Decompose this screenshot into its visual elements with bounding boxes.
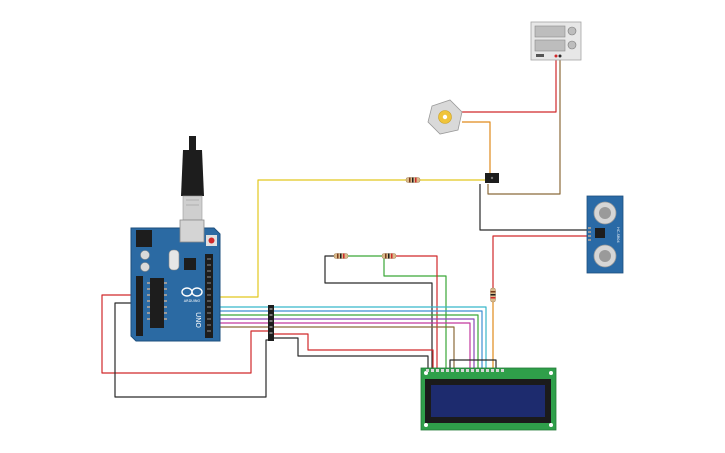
lcd-screen — [431, 385, 545, 417]
wire-bus-green[interactable] — [218, 314, 479, 370]
wire-black-lcd-contrast[interactable] — [324, 255, 433, 370]
atmega-chip — [150, 278, 164, 328]
power-header — [136, 276, 143, 336]
resistor-lcd-contrast-2[interactable] — [381, 253, 397, 259]
wires — [101, 57, 590, 398]
lcd-16x2-display[interactable] — [420, 367, 557, 431]
dc-motor-icon[interactable] — [427, 99, 463, 135]
wire-bus-blue[interactable] — [218, 310, 483, 370]
wire-red-power-loop[interactable] — [272, 333, 434, 370]
arduino-infinity-logo-icon — [181, 287, 203, 297]
wire-black-lcd-return[interactable] — [449, 359, 497, 370]
pin-header-strip[interactable] — [268, 305, 274, 341]
usb-cable — [181, 136, 204, 221]
wire-black-left-loop[interactable] — [114, 302, 270, 398]
arduino-brand-label: ARDUINO — [184, 299, 201, 303]
arduino-uno-board[interactable]: ARDUINO UNO — [130, 136, 221, 342]
transistor-icon[interactable] — [485, 173, 499, 183]
wire-bus-brown[interactable] — [218, 326, 455, 370]
resistor-lcd-contrast-1[interactable] — [333, 253, 349, 259]
wire-black-ground-loop[interactable] — [272, 337, 429, 370]
resistor-sensor[interactable] — [490, 287, 496, 303]
wire-yellow-signal[interactable] — [218, 179, 408, 298]
wire-brown-ground[interactable] — [487, 57, 561, 195]
wire-red-sensor[interactable] — [492, 235, 590, 290]
bench-power-supply-icon[interactable] — [530, 21, 582, 61]
wire-bus-purple[interactable] — [218, 318, 475, 370]
wire-red-lcd[interactable] — [394, 255, 438, 370]
wire-red-motor-supply[interactable] — [462, 57, 557, 113]
wire-bus-magenta[interactable] — [218, 322, 471, 370]
wire-red-left-loop[interactable] — [101, 294, 270, 374]
wire-bus-cyan[interactable] — [218, 306, 487, 370]
wire-orange-motor[interactable] — [462, 121, 491, 176]
resistor-signal[interactable] — [405, 177, 421, 183]
arduino-uno-label: UNO — [194, 312, 202, 328]
ultrasonic-sensor-label: HC-SR04 — [616, 227, 620, 243]
wire-black-transistor-sensor[interactable] — [479, 184, 590, 231]
ultrasonic-sensor-hc-sr04[interactable]: HC-SR04 — [586, 195, 624, 274]
resistors — [333, 177, 496, 303]
